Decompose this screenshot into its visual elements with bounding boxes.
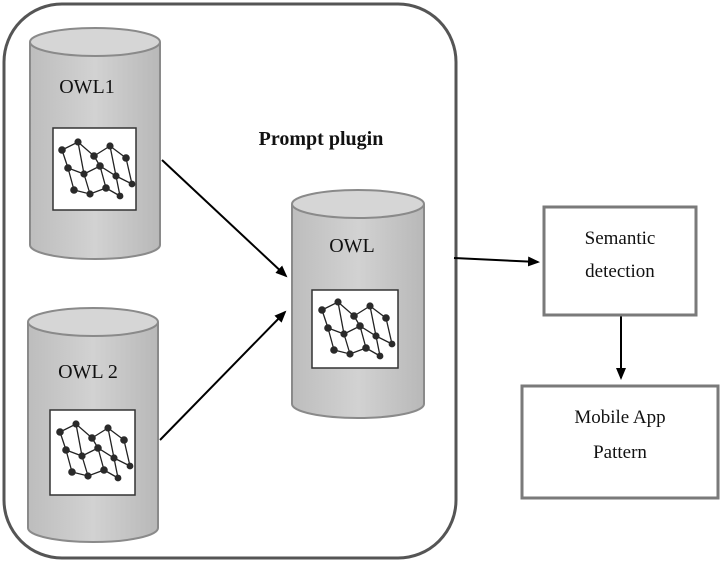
arrow-owl2-to-owl <box>159 310 287 441</box>
arrow-owl-to-semantic <box>453 256 540 267</box>
arrow-owl1-to-owl <box>161 159 288 278</box>
prompt-plugin-label: Prompt plugin <box>259 128 384 150</box>
mobile-app-pattern-box: Mobile App Pattern <box>520 384 720 500</box>
owl-merged-database: OWL <box>291 189 425 419</box>
owl1-database: OWL1 <box>29 27 161 260</box>
owl1-label: OWL1 <box>59 76 115 98</box>
semantic-detection-line1: Semantic <box>585 228 656 249</box>
mobile-app-pattern-line2: Pattern <box>593 442 647 463</box>
mobile-app-pattern-line1: Mobile App <box>574 407 665 428</box>
semantic-detection-line2: detection <box>585 261 655 282</box>
owl2-database: OWL 2 <box>27 307 159 543</box>
owl2-graph-frame <box>49 409 136 496</box>
semantic-detection-box: Semantic detection <box>542 205 698 317</box>
owl-merged-label: OWL <box>329 235 375 257</box>
owl2-label: OWL 2 <box>58 361 118 383</box>
